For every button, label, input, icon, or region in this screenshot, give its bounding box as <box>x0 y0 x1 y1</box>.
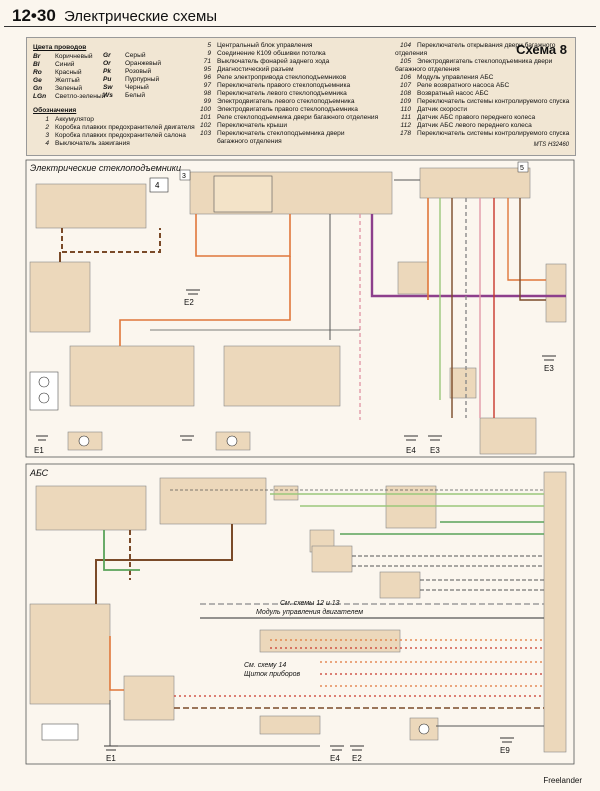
reference-text: См. схему 14 <box>244 662 287 669</box>
abs-control-module-106 <box>543 471 567 753</box>
footer-text: Freelander <box>543 776 582 785</box>
right-window-switch <box>223 345 341 407</box>
ground-label: E4 <box>330 754 340 763</box>
central-control-unit <box>419 167 531 199</box>
ground-symbols-bottom <box>104 737 514 751</box>
ground-label: E3 <box>430 446 440 455</box>
ground-symbols-top <box>36 289 556 441</box>
ground-label: E1 <box>106 754 116 763</box>
page-title: Электрические схемы <box>64 8 218 25</box>
block-number-text: 4 <box>155 181 160 190</box>
page-header: 12•30 Электрические схемы <box>4 4 596 27</box>
left-window-switch <box>69 345 195 407</box>
reference-text: Щиток приборов <box>244 671 301 678</box>
abs-pump-relay-107 <box>123 675 175 721</box>
page-number: 12•30 <box>12 6 56 25</box>
windows-frame <box>25 159 575 458</box>
ignition-switch-block <box>35 183 147 229</box>
battery <box>29 371 59 411</box>
reference-text: Модуль управления двигателем <box>256 609 364 616</box>
tailgate-motor-105 <box>479 417 537 455</box>
ground-label: E4 <box>406 446 416 455</box>
ground-label: E2 <box>352 754 362 763</box>
scheme-label: Схема 8 <box>516 42 567 57</box>
designations-title: Обозначения <box>33 107 77 114</box>
wire-colors-title: Цвета проводов <box>33 44 87 51</box>
section-title-abs: АБС <box>30 468 49 478</box>
svg-text:5: 5 <box>520 165 524 172</box>
abs-frame <box>25 463 575 765</box>
tailgate-relay-101 <box>545 263 567 323</box>
section-title-windows: Электрические стеклоподъемники <box>30 163 182 173</box>
block-number-tag <box>149 177 169 193</box>
reference-text: См. схемы 12 и 13 <box>280 600 340 607</box>
ground-label: E3 <box>544 364 554 373</box>
fuse-box-engine-abs <box>29 603 111 705</box>
legend-row: багажного отделения <box>217 138 282 145</box>
relay-96 <box>213 175 273 213</box>
mts-code: MTS H32460 <box>533 142 569 148</box>
ground-label: E1 <box>34 446 44 455</box>
svg-text:3: 3 <box>182 173 186 180</box>
ground-label: E2 <box>184 298 194 307</box>
fuse-box-engine <box>29 261 91 333</box>
ground-label: E9 <box>500 746 510 755</box>
